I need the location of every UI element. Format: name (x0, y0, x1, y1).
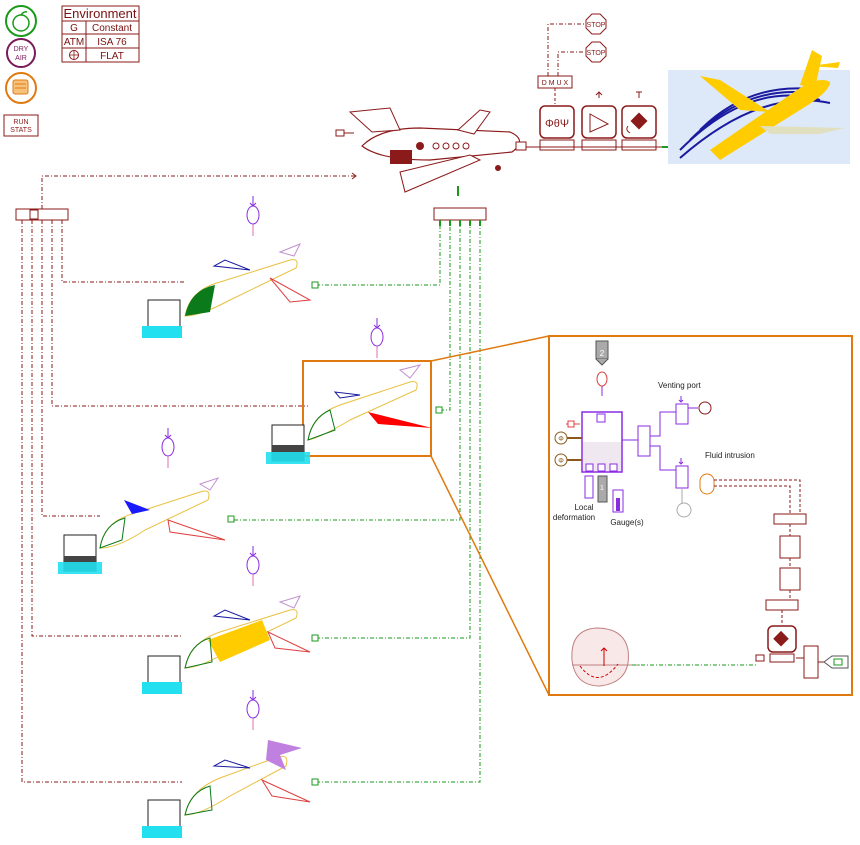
vertical-fin-block[interactable] (58, 428, 235, 574)
detail-satellite-block[interactable] (755, 625, 797, 663)
nose-cone-block[interactable] (142, 196, 319, 338)
phi-block-1[interactable]: Φ (554, 431, 582, 445)
dry-air-button[interactable]: DRY AIR (6, 38, 36, 68)
wing-block[interactable] (266, 318, 443, 464)
tank-input-top[interactable]: 2 (595, 340, 609, 366)
mux-chain[interactable] (765, 513, 807, 624)
gauges-label: Gauge(s) (610, 518, 644, 527)
detail-panel[interactable]: 2 Φ Φ 1 Local (548, 335, 853, 696)
demux-bar[interactable] (433, 207, 487, 226)
deformation-plot (571, 627, 640, 687)
svg-text:Φ: Φ (558, 436, 564, 443)
svg-text:D M U X: D M U X (542, 80, 569, 87)
stop-label-2: STOP (587, 50, 606, 57)
tank-number-mid: 1 (600, 485, 604, 492)
environment-title: Environment (64, 6, 137, 21)
dry-air-label-2: AIR (15, 55, 27, 62)
local-deformation-label-1: Local (574, 503, 593, 512)
svg-text:Φ: Φ (558, 458, 564, 465)
dry-air-label-1: DRY (14, 46, 29, 53)
tank-number-top: 2 (600, 349, 605, 358)
fluid-intrusion-block[interactable] (675, 458, 715, 518)
main-aircraft-block[interactable] (335, 107, 527, 193)
env-key-g: G (70, 23, 78, 34)
fluid-intrusion-label: Fluid intrusion (705, 451, 755, 460)
satellite-sensor-block[interactable] (621, 91, 657, 151)
run-stats-button[interactable]: RUN STATS (3, 114, 39, 137)
run-stats-label-2: STATS (10, 127, 32, 134)
signal-mux-left[interactable] (15, 208, 69, 221)
env-value-atm: ISA 76 (97, 37, 127, 48)
tail-block[interactable] (142, 690, 319, 838)
env-value-g: Constant (92, 23, 132, 34)
mux-block-top[interactable]: D M U X (537, 75, 573, 89)
globe-icon (69, 50, 79, 60)
env-key-atm: ATM (64, 37, 84, 48)
venting-port-block[interactable] (675, 396, 712, 425)
stop-label-1: STOP (587, 22, 606, 29)
run-stats-label-1: RUN (13, 119, 28, 126)
phi-block-2[interactable]: Φ (554, 453, 582, 467)
food-icon (12, 79, 29, 95)
apple-button[interactable] (5, 5, 37, 37)
tank-block[interactable] (581, 411, 623, 473)
altimeter-sensor-block[interactable] (581, 91, 617, 151)
local-deformation-label-2: deformation (553, 513, 595, 522)
stop-block-2[interactable]: STOP (585, 41, 607, 63)
food-button[interactable] (5, 72, 37, 104)
fuselage-block[interactable] (142, 546, 319, 694)
arrow-up-icon (595, 91, 603, 98)
env-value-terrain: FLAT (100, 51, 124, 62)
satellite-icon (626, 112, 648, 134)
venting-port-label: Venting port (658, 381, 701, 390)
stop-block-1[interactable]: STOP (585, 13, 607, 35)
wing-selection-frame (302, 360, 432, 457)
environment-table[interactable]: Environment G Constant ATM ISA 76 FLAT (61, 5, 140, 63)
apple-icon (12, 11, 30, 32)
attitude-sensor-block[interactable]: ΦθΨ (539, 105, 575, 151)
attitude-label: ΦθΨ (545, 118, 569, 130)
gauge-block[interactable]: 1 (597, 475, 624, 513)
flight-visualization[interactable] (668, 50, 850, 164)
output-port-block[interactable] (818, 655, 849, 669)
